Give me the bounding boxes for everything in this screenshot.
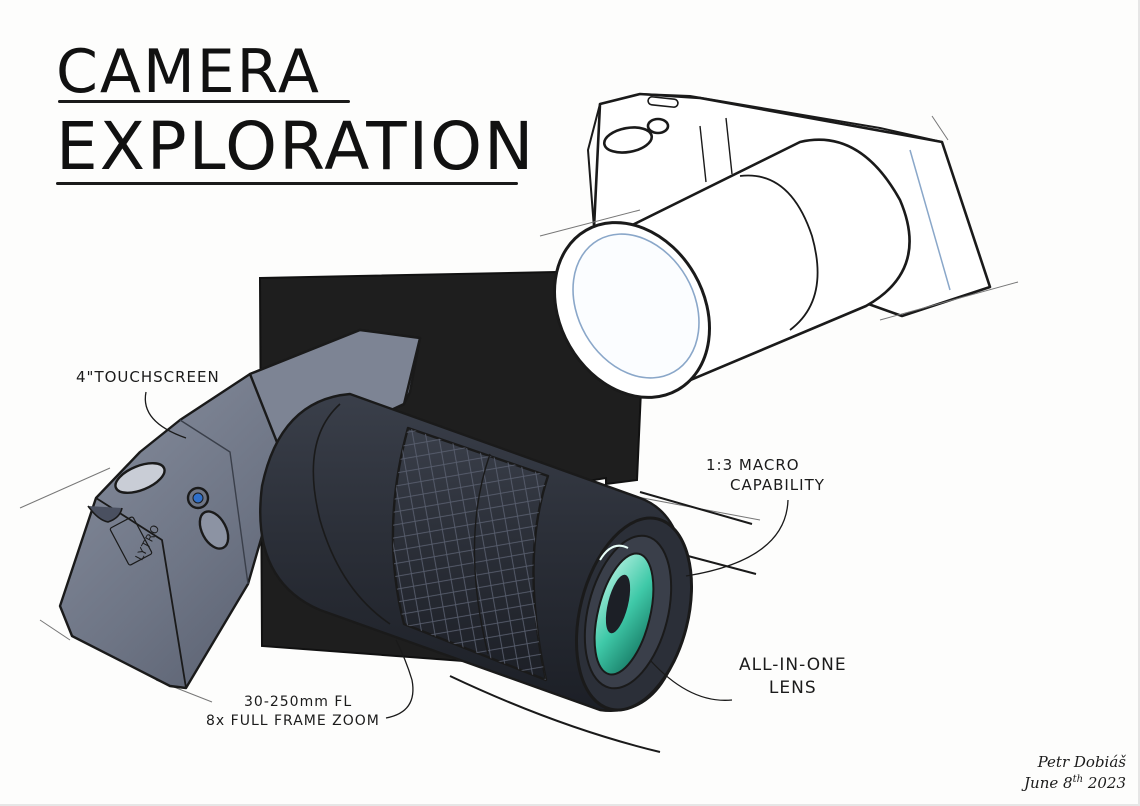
callout-all-in-one-lens: ALL-IN-ONE LENS [739, 654, 847, 700]
callout-touchscreen: 4"TOUCHSCREEN [76, 368, 220, 386]
leader-lines [144, 391, 789, 719]
callout-zoom: 30-250mm FL 8x FULL FRAME ZOOM [206, 693, 380, 731]
signature-name: Petr Dobiáš [1037, 753, 1126, 771]
leader-touchscreen [144, 391, 187, 439]
callout-macro: 1:3 MACRO CAPABILITY [706, 455, 825, 496]
title-exploration: EXPLORATION [56, 108, 536, 185]
callout-zoom-line2: 8x FULL FRAME ZOOM [206, 712, 380, 729]
signature-date-prefix: June 8 [1024, 774, 1073, 792]
leader-zoom [385, 639, 414, 719]
ground-lines [449, 491, 757, 753]
outline-camera [553, 92, 992, 399]
title-underline-2 [56, 182, 518, 185]
title-underline-1 [58, 100, 350, 103]
signature-date: June 8th 2023 [1018, 773, 1126, 794]
callout-macro-line2: CAPABILITY [730, 476, 825, 495]
lens-barrel [259, 392, 694, 712]
signature-year: 2023 [1087, 774, 1126, 792]
title-camera: CAMERA [56, 37, 321, 107]
callout-lens-line1: ALL-IN-ONE [739, 655, 847, 675]
artist-signature: Petr Dobiáš June 8th 2023 [1018, 752, 1126, 794]
leader-lens [649, 659, 733, 701]
callout-lens-line2: LENS [768, 677, 817, 698]
callout-macro-line1: 1:3 MACRO [706, 456, 800, 474]
callout-zoom-line1: 30-250mm FL [244, 694, 353, 710]
signature-date-suffix: th [1072, 774, 1084, 785]
leader-macro [685, 499, 789, 577]
